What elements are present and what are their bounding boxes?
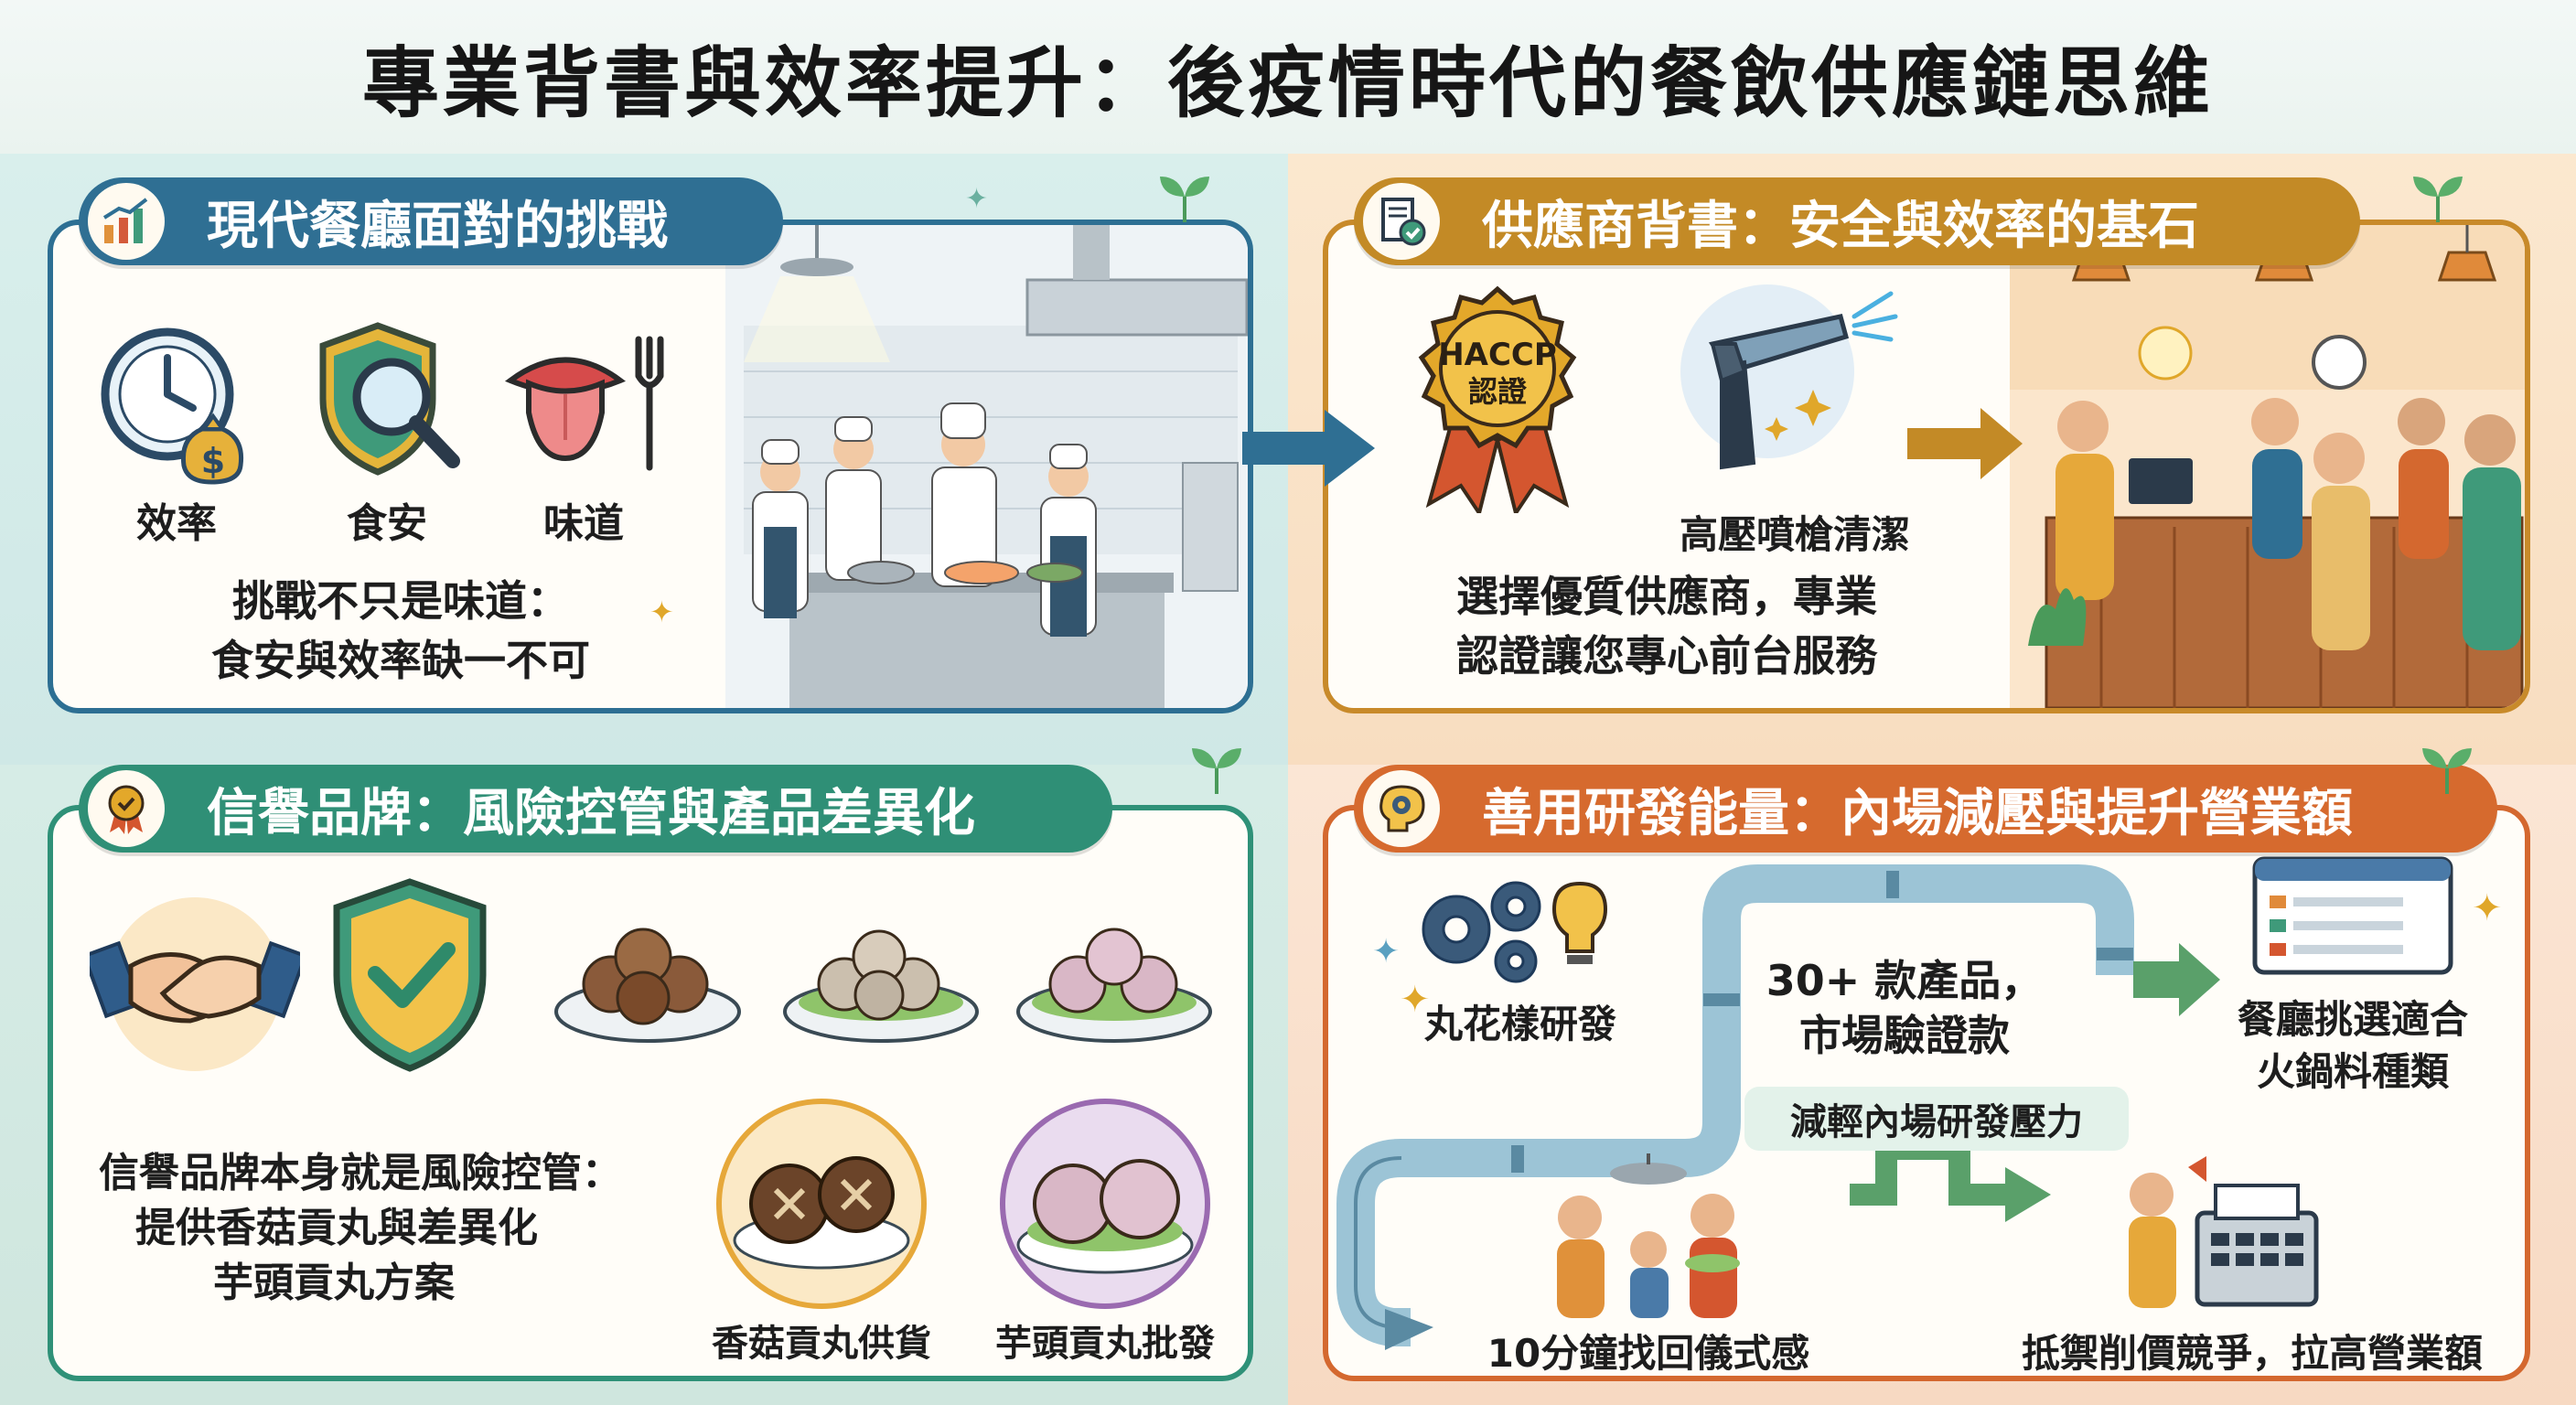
rnd-step-products-line1: 30+ 款產品，: [1766, 956, 2044, 1005]
challenge-label-food-safety: 食安: [347, 500, 427, 547]
challenge-caption-line2: 食安與效率缺一不可: [211, 636, 590, 685]
sparkle-icon: ✦: [965, 183, 989, 215]
supplier-panel: HACCP 認證 高壓噴槍清潔 選擇優質供應商，專業 認證讓您專心前台服務: [1323, 220, 2530, 713]
certificate-check-icon: [1363, 183, 1440, 260]
rnd-step-products-line2: 市場驗證款: [1799, 1011, 2010, 1060]
rnd-step-choose-line2: 火鍋料種類: [2256, 1049, 2449, 1094]
taro-ball-closeup-icon: [1000, 1099, 1210, 1309]
handshake-icon: [90, 897, 300, 1071]
flow-arrow-challenge-to-supplier: [1242, 410, 1375, 487]
brand-caption-line2: 提供香菇貢丸與差異化: [135, 1205, 538, 1251]
shiitake-ball-closeup-icon: [716, 1099, 927, 1309]
meatball-plate-icon: [554, 928, 741, 1043]
haccp-badge-line2: 認證: [1468, 374, 1528, 409]
rnd-step-choose-line1: 餐廳挑選適合: [2237, 997, 2468, 1042]
rnd-panel: 丸花樣研發 30+ 款產品， 市場驗證款 餐廳挑選適合 火鍋料種類 減輕內場研發…: [1323, 805, 2530, 1381]
product-label-shiitake: 香菇貢丸供貨: [712, 1323, 931, 1365]
supplier-caption-line1: 選擇優質供應商，專業: [1456, 572, 1877, 621]
product-label-taro: 芋頭貢丸批發: [995, 1323, 1215, 1365]
haccp-badge-line1: HACCP: [1438, 337, 1557, 373]
rnd-step-revenue: 抵禦削價競爭，拉高營業額: [2021, 1331, 2483, 1376]
menu-screen-icon: [2252, 856, 2453, 975]
sparkle-icon: ✦: [1372, 933, 1401, 971]
supplier-tool-label: 高壓噴槍清潔: [1679, 512, 1910, 557]
leaf-sprout-icon: [1192, 748, 1241, 794]
leaf-sprout-icon: [2413, 177, 2463, 222]
page-title: 專業背書與效率提升：後疫情時代的餐飲供應鏈思維: [0, 0, 2576, 154]
challenge-header-pill: 現代餐廳面對的挑戰: [79, 177, 783, 265]
pressure-washer-icon: [1680, 284, 1898, 470]
gears-lightbulb-icon: [1422, 881, 1608, 983]
svg-text:$: $: [201, 441, 225, 481]
brand-caption-line1: 信譽品牌本身就是風險控管：: [99, 1150, 622, 1196]
rnd-heading: 善用研發能量：內場減壓與提升營業額: [1482, 783, 2353, 843]
cashier-register-icon: [2129, 1156, 2319, 1308]
brand-panel: 信譽品牌本身就是風險控管： 提供香菇貢丸與差異化 芋頭貢丸方案 香菇貢丸供貨 芋…: [48, 805, 1253, 1381]
growth-chart-icon: [88, 183, 165, 260]
process-pipe-illustration: [1336, 810, 2220, 1350]
chef-figures: [752, 402, 1097, 637]
challenge-label-efficiency: 效率: [136, 500, 217, 547]
rnd-relief-label: 減輕內場研發壓力: [1744, 1087, 2129, 1151]
shield-check-icon: [333, 878, 487, 1072]
clock-money-icon: $: [101, 327, 244, 485]
brand-caption-line3: 芋頭貢丸方案: [213, 1260, 455, 1306]
sparkle-icon: ✦: [649, 595, 674, 629]
shield-magnifier-icon: [319, 322, 460, 476]
leaf-sprout-icon: [1160, 177, 1209, 222]
award-ribbon-icon: [88, 770, 165, 847]
challenge-caption-line1: 挑戰不只是味道：: [232, 576, 569, 626]
rnd-header-pill: 善用研發能量：內場減壓與提升營業額: [1354, 765, 2497, 853]
brand-header-pill: 信譽品牌：風險控管與產品差異化: [79, 765, 1112, 853]
customer-figures: [2055, 398, 2521, 650]
supplier-header-pill: 供應商背書：安全與效率的基石: [1354, 177, 2360, 265]
rnd-step-ritual: 10分鐘找回儀式感: [1487, 1331, 1810, 1376]
family-hotpot-icon: [1557, 1153, 1740, 1318]
challenge-heading: 現代餐廳面對的挑戰: [207, 196, 668, 256]
rnd-step-pattern-dev: 丸花樣研發: [1423, 1002, 1616, 1046]
supplier-heading: 供應商背書：安全與效率的基石: [1482, 196, 2199, 256]
supplier-caption-line2: 認證讓您專心前台服務: [1456, 631, 1877, 681]
kitchen-scene-illustration: [725, 225, 1248, 708]
challenge-panel: $ 效率 食安 味道 挑戰不只是味道： 食安與效率缺一不可: [48, 220, 1253, 713]
tongue-fork-icon: [504, 336, 664, 471]
leaf-sprout-icon: [2422, 748, 2472, 794]
restaurant-front-scene-illustration: [2010, 225, 2525, 708]
brand-heading: 信譽品牌：風險控管與產品差異化: [207, 783, 975, 843]
sparkle-icon: ✦: [1400, 979, 1431, 1021]
challenge-label-taste: 味道: [543, 500, 624, 547]
brain-gear-icon: [1363, 770, 1440, 847]
taro-ball-plate-icon: [1016, 928, 1212, 1043]
mushroom-ball-plate-icon: [783, 929, 979, 1043]
flow-arrow-supplier-to-service: [1907, 408, 2023, 479]
sparkle-icon: ✦: [2472, 887, 2503, 929]
haccp-badge-icon: HACCP 認證: [1418, 285, 1577, 513]
